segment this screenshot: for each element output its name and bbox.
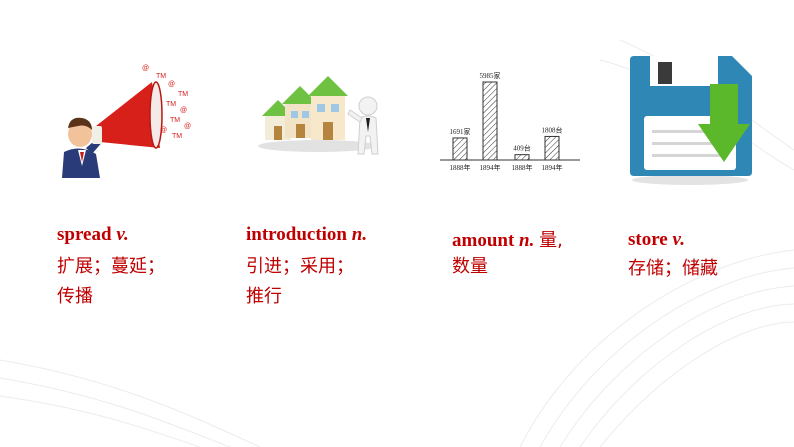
mark: @ [160,127,167,134]
houses-and-figure-icon [258,76,379,155]
chart-data-label: 409台 [513,144,531,153]
mark: @ [142,65,149,72]
term-word: introduction [246,224,348,245]
chart-data-label: 1808台 [542,125,563,134]
mark: @ [184,123,191,130]
mark: TM [172,133,182,140]
mark: @ [180,107,187,114]
meaning-amount: 数量 [452,252,488,282]
chart-bar [514,154,530,161]
meaning-store: 存储；储藏 [628,254,718,284]
chart-data-label: 1691家 [450,127,471,136]
part-of-speech: v. [672,229,685,250]
meaning-line: 传播 [57,286,93,307]
chart-category-label: 1894年 [542,163,563,172]
term-store: store v. [628,229,685,251]
chart-category-label: 1894年 [480,163,501,172]
chart-bar [482,81,498,161]
chart-bar [452,137,468,161]
part-of-speech: n. [351,224,368,245]
chart-category-label: 1888年 [450,163,471,172]
meaning-line: 扩展；蔓延； [57,256,165,277]
megaphone-man-icon: @ TM @ TM TM @ TM @ TM @ [62,65,191,178]
mark: TM [170,117,180,124]
part-of-speech: v. [116,224,129,245]
term-word: store [628,229,668,250]
meaning-line: 引进；采用； [246,256,354,277]
mark: @ [168,81,175,88]
mark: TM [166,101,176,108]
mark: TM [178,91,188,98]
chart-category-label: 1888年 [512,163,533,172]
term-word: amount [452,230,515,251]
meaning-inline: 量, [539,230,563,251]
chart-data-label: 5985家 [480,71,501,80]
chart-bar [544,135,560,161]
meaning-line: 数量 [452,256,488,277]
part-of-speech: n. [519,230,535,251]
meaning-spread: 扩展；蔓延； 传播 [57,252,165,312]
mark: TM [156,73,166,80]
term-amount: amount n. 量, [452,226,563,252]
term-introduction: introduction n. [246,224,367,246]
megaphone-marks: @ TM @ TM TM @ TM @ TM @ [142,65,191,140]
term-word: spread [57,224,112,245]
term-spread: spread v. [57,224,129,246]
meaning-line: 推行 [246,286,282,307]
floppy-disk-download-icon [630,56,752,185]
bar-chart-icon: 1691家 1888年 5985家 1894年 409台 1888年 1808台 1894年 [440,71,580,172]
meaning-introduction: 引进；采用； 推行 [246,252,354,312]
meaning-line: 存储；储藏 [628,258,718,279]
